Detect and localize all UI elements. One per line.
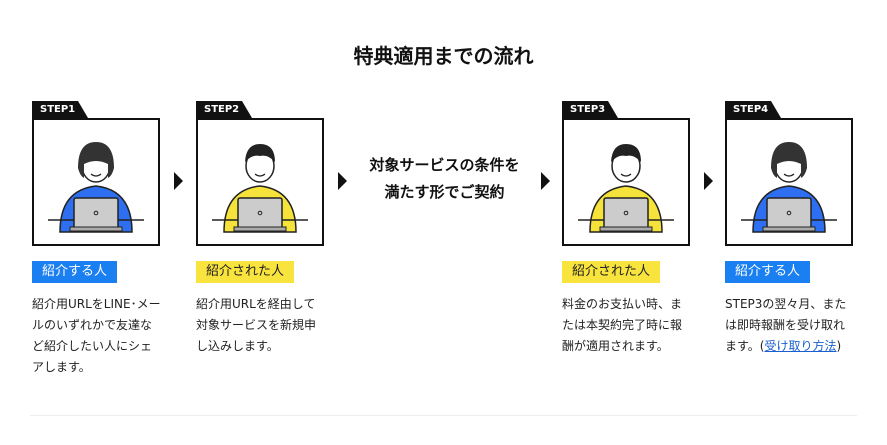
step-tab: STEP2	[196, 101, 252, 118]
person-laptop-icon	[741, 142, 837, 233]
arrow-right-icon	[338, 172, 347, 190]
arrow-right-icon	[174, 172, 183, 190]
step-illustration	[196, 118, 324, 246]
divider	[30, 415, 857, 416]
step-tab: STEP1	[32, 101, 88, 118]
person-laptop-icon	[48, 142, 144, 233]
person-laptop-icon	[212, 144, 308, 233]
contract-step-text: 対象サービスの条件を 満たす形でご契約	[352, 152, 537, 206]
role-badge: 紹介する人	[725, 261, 811, 283]
step-illustration	[562, 118, 690, 246]
contract-line-2: 満たす形でご契約	[384, 183, 505, 201]
page-title: 特典適用までの流れ	[353, 44, 534, 68]
step-illustration	[725, 118, 853, 246]
arrow-right-icon	[541, 172, 550, 190]
person-laptop-icon	[578, 144, 674, 233]
step-description: 紹介用URLを経由して対象サービスを新規申し込みします。	[196, 297, 317, 353]
step-illustration	[32, 118, 160, 246]
step-description: 料金のお支払い時、または本契約完了時に報酬が適用されます。	[562, 297, 683, 353]
step-description: STEP3の翌々月、または即時報酬を受け取れます。(受け取り方法)	[725, 294, 855, 357]
step-tab: STEP4	[725, 101, 781, 118]
how-to-receive-link[interactable]: 受け取り方法	[764, 339, 837, 353]
role-badge: 紹介する人	[32, 261, 118, 283]
contract-line-1: 対象サービスの条件を	[369, 156, 520, 174]
step-description: 紹介用URLをLINE･メールのいずれかで友達など紹介したい人にシェアします。	[32, 297, 161, 374]
arrow-right-icon	[704, 172, 713, 190]
step-tab: STEP3	[562, 101, 618, 118]
desc-text: STEP3の翌々月、または即時報酬を受け取れます。(	[725, 297, 847, 353]
role-badge: 紹介された人	[196, 261, 295, 283]
desc-text-end: )	[836, 339, 842, 353]
role-badge: 紹介された人	[562, 261, 661, 283]
